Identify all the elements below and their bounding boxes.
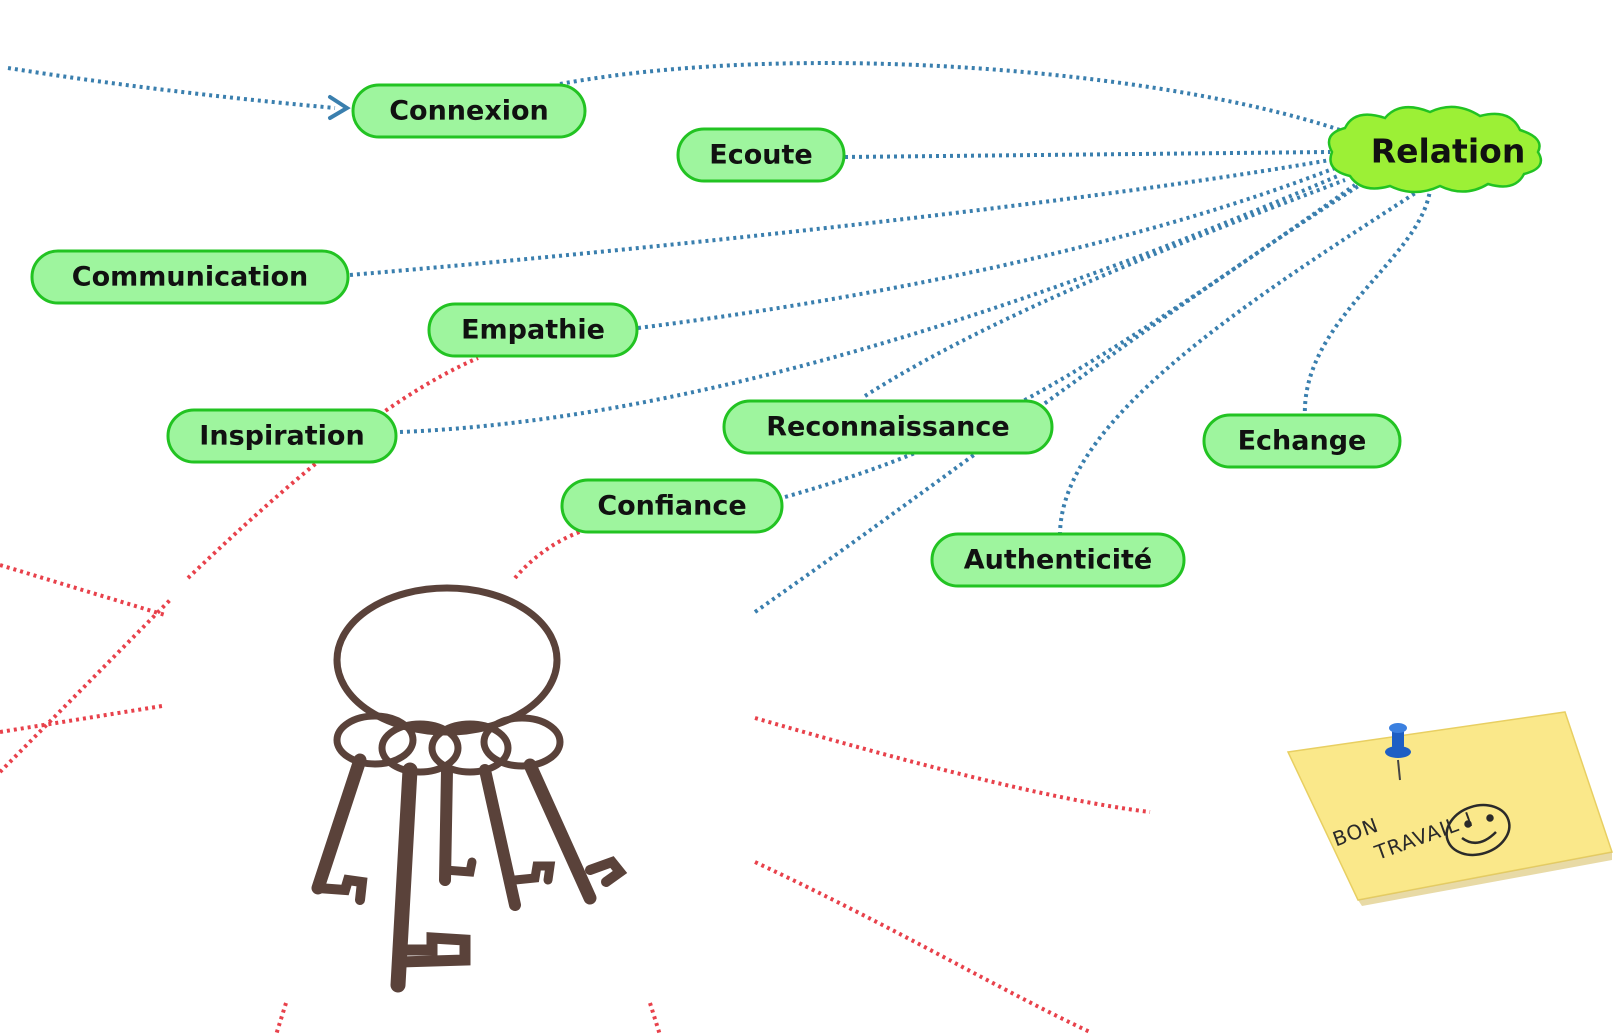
link-keys-confiance	[513, 528, 586, 580]
node-label-inspiration: Inspiration	[199, 421, 364, 452]
node-confiance[interactable]: Confiance	[560, 478, 784, 534]
node-reconnaissance[interactable]: Reconnaissance	[722, 399, 1054, 455]
node-label-authenticite: Authenticité	[964, 545, 1152, 576]
node-label-connexion: Connexion	[389, 96, 549, 127]
link-keys-empathie	[186, 356, 479, 580]
node-label-reconnaissance: Reconnaissance	[766, 412, 1009, 443]
link-empathie-relation	[637, 166, 1336, 330]
link-ecoute-relation	[844, 150, 1331, 159]
node-ecoute[interactable]: Ecoute	[676, 127, 846, 183]
smiley-icon	[1445, 803, 1511, 857]
node-label-empathie: Empathie	[461, 315, 605, 346]
link-incoming-connexion	[7, 66, 336, 110]
link-keys-right-upper	[754, 716, 1151, 814]
sticky-note: BON TRAVAIL !	[1286, 711, 1613, 906]
link-keys-bottom-right	[648, 1002, 662, 1035]
link-echange-relation	[1302, 189, 1432, 419]
link-connexion-relation	[559, 61, 1341, 132]
link-keys-relation	[753, 183, 1362, 614]
node-authenticite[interactable]: Authenticité	[930, 532, 1186, 588]
node-echange[interactable]: Echange	[1202, 413, 1402, 469]
node-label-communication: Communication	[72, 262, 309, 293]
node-inspiration[interactable]: Inspiration	[166, 408, 398, 464]
arrow-head-icon	[328, 95, 351, 120]
node-connexion[interactable]: Connexion	[351, 83, 587, 139]
node-label-confiance: Confiance	[597, 491, 746, 522]
node-communication[interactable]: Communication	[30, 249, 350, 305]
pin-icon	[1385, 723, 1411, 781]
node-empathie[interactable]: Empathie	[427, 302, 639, 358]
root-node-relation[interactable]: Relation	[1327, 105, 1543, 194]
link-keys-left-upper	[0, 563, 166, 617]
link-keys-right-lower	[754, 860, 1091, 1034]
link-keys-left-lower	[0, 704, 163, 734]
root-node-label: Relation	[1371, 132, 1526, 171]
key-ring-icon	[311, 584, 628, 993]
link-communication-relation	[349, 158, 1331, 277]
node-label-echange: Echange	[1238, 426, 1367, 457]
link-inspiration-relation	[399, 173, 1341, 434]
link-keys-left-diagonal	[0, 598, 172, 774]
link-keys-bottom-left	[274, 1002, 288, 1035]
node-label-ecoute: Ecoute	[709, 140, 812, 171]
link-authenticite-relation	[1058, 188, 1422, 536]
red-links	[0, 356, 1151, 1035]
blue-links	[7, 61, 1432, 614]
